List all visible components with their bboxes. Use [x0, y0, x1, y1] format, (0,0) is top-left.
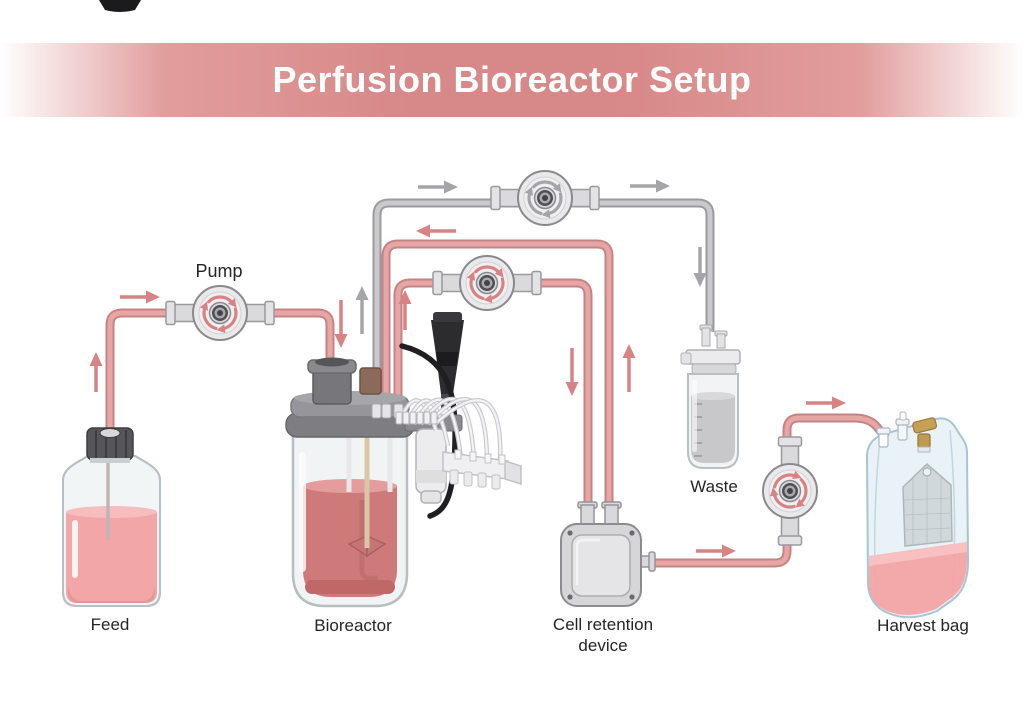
- flow-arrow-waste-down: [691, 245, 709, 289]
- flow-arrow-device-in-down: [563, 346, 581, 398]
- label-waste: Waste: [690, 477, 738, 496]
- waste-line-pump: [491, 171, 599, 225]
- lid-port: [359, 367, 382, 395]
- harvest-tube: [650, 413, 856, 568]
- feed-bottle: [62, 427, 161, 607]
- label-bioreactor: Bioreactor: [314, 616, 392, 635]
- flow-arrow-return-left: [414, 222, 458, 240]
- recirculation-pump: [433, 256, 541, 310]
- flow-arrow-top-right-2: [628, 177, 672, 195]
- label-harvest-bag: Harvest bag: [877, 616, 969, 635]
- sampling-manifold: [395, 396, 522, 504]
- label-pump: Pump: [195, 261, 243, 281]
- label-cell-retention-device: Cell retention device: [552, 615, 654, 655]
- flow-arrow-harvest-right: [804, 394, 848, 412]
- title-banner: Perfusion Bioreactor Setup: [0, 43, 1024, 117]
- harvest-bag-ports: [876, 411, 938, 453]
- probe-cable: [399, 343, 458, 519]
- page-title: Perfusion Bioreactor Setup: [272, 59, 752, 100]
- bag-valve: [912, 417, 938, 453]
- feed-port: [312, 369, 352, 405]
- flow-arrow-feed-up: [87, 350, 105, 394]
- cell-retention-device: [560, 501, 656, 607]
- bag-mesh-panel: [902, 462, 953, 547]
- flow-arrow-feed-right: [118, 288, 162, 306]
- harvest-pump: [763, 437, 817, 545]
- flow-arrow-device-out-up: [620, 342, 638, 394]
- probe: [431, 312, 464, 408]
- feed-pump: [166, 286, 274, 340]
- bioreactor: [285, 312, 522, 608]
- flow-arrow-top-right-1: [416, 178, 460, 196]
- label-feed: Feed: [90, 615, 130, 634]
- return-tube: [381, 239, 614, 510]
- flow-arrow-feed-down: [332, 298, 350, 350]
- flow-arrow-gas-up: [353, 284, 371, 336]
- waste-bottle: [680, 324, 741, 469]
- harvest-tube-tip: [853, 413, 890, 441]
- top-edge-artifact: [99, 0, 141, 12]
- flow-arrow-device-right: [694, 542, 738, 560]
- harvest-bag: [865, 417, 970, 619]
